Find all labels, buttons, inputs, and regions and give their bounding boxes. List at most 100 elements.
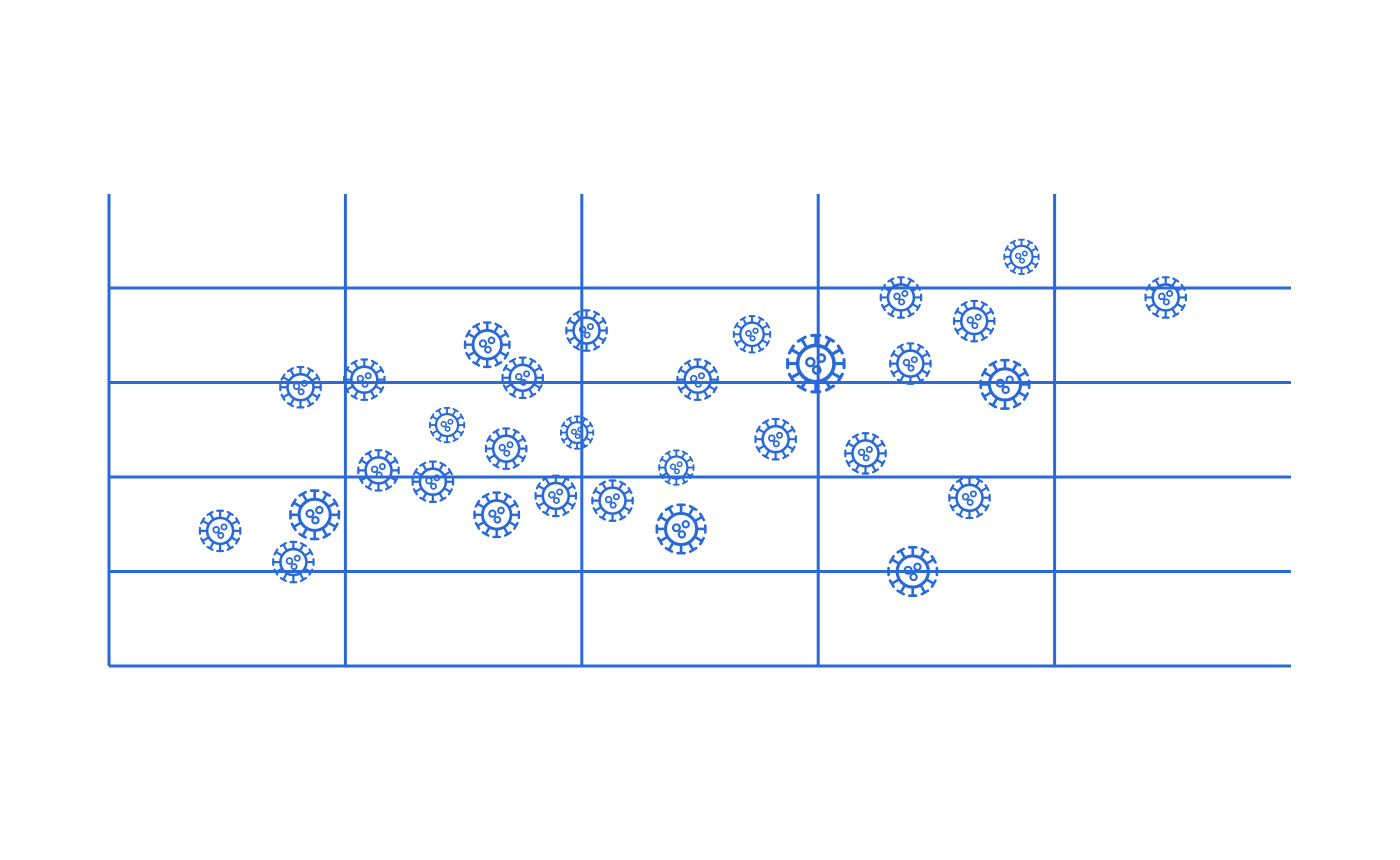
virus-nucleus	[966, 316, 975, 324]
virus-nucleus	[862, 454, 870, 462]
virus-spike-cap	[561, 421, 566, 428]
virus-nucleus	[776, 431, 784, 439]
virus-spike-cap	[681, 450, 688, 455]
virus-spike-cap	[712, 366, 718, 374]
virus-spike-cap	[984, 504, 990, 512]
virus-spike-cap	[537, 384, 543, 392]
virus-nucleus	[515, 372, 523, 381]
virus-nucleus	[909, 572, 918, 582]
virus-nucleus	[1014, 252, 1022, 260]
virus-spike-cap	[439, 496, 447, 502]
virus-spike-cap	[975, 477, 984, 483]
virus-nucleus	[671, 523, 681, 533]
virus-spike-cap	[765, 340, 770, 347]
virus-spike	[493, 324, 500, 334]
virus-body	[471, 328, 503, 361]
virus-body	[795, 343, 836, 384]
virus-spike-cap	[698, 536, 706, 546]
virus-spike-cap	[593, 310, 601, 316]
virus-spike-cap	[755, 445, 761, 453]
virus-spike	[1005, 261, 1013, 267]
virus-spike-cap	[955, 512, 964, 518]
virus-spike	[925, 578, 936, 585]
data-point	[411, 460, 455, 503]
virus-nucleus	[493, 515, 502, 524]
virus-nucleus	[902, 358, 911, 367]
virus-spike	[1154, 308, 1161, 317]
virus-spike-cap	[836, 344, 844, 355]
virus-spike-cap	[920, 589, 930, 596]
virus-spike-cap	[535, 482, 541, 490]
virus-spike-cap	[664, 450, 671, 455]
virus-nucleus	[577, 426, 584, 433]
virus-nucleus	[290, 563, 298, 571]
virus-spike	[451, 434, 457, 441]
virus-spike-cap	[896, 343, 904, 349]
virus-spike	[693, 535, 704, 543]
virus-spike-cap	[796, 335, 807, 343]
virus-spike-cap	[1172, 277, 1180, 283]
virus-spike-cap	[279, 542, 287, 548]
data-point	[979, 358, 1031, 410]
virus-body	[508, 363, 538, 393]
data-point	[676, 358, 719, 401]
virus-spike-cap	[871, 468, 880, 474]
virus-spike-cap	[888, 579, 895, 588]
virus-nucleus	[311, 516, 320, 525]
virus-nucleus	[910, 356, 918, 364]
virus-spike-cap	[582, 444, 589, 449]
virus-nucleus	[901, 290, 909, 298]
virus-spike-cap	[273, 568, 279, 576]
virus-body	[541, 481, 571, 511]
virus-body	[896, 349, 925, 378]
virus-nucleus	[694, 380, 702, 388]
virus-spike-cap	[570, 482, 576, 490]
virus-spike-cap	[1034, 262, 1039, 269]
virus-nucleus	[556, 488, 564, 496]
virus-nucleus	[698, 372, 706, 380]
virus-spike	[1030, 247, 1038, 253]
data-point	[198, 509, 242, 553]
virus-spike-cap	[915, 303, 921, 312]
virus-spike	[431, 415, 439, 421]
virus-spike-cap	[503, 531, 512, 537]
virus-spike	[1154, 278, 1161, 287]
virus-spike-cap	[712, 386, 718, 394]
virus-spike-cap	[683, 359, 692, 365]
virus-nucleus	[907, 364, 915, 372]
virus-spike-cap	[200, 537, 206, 545]
virus-spike	[516, 454, 525, 460]
virus-body	[987, 367, 1023, 402]
data-point	[732, 315, 772, 354]
virus-spike-cap	[306, 402, 315, 408]
data-point	[591, 479, 634, 522]
virus-spike-cap	[1009, 239, 1016, 245]
virus-spike	[919, 584, 927, 594]
virus-spike-cap	[486, 455, 492, 463]
virus-spike-cap	[542, 475, 550, 481]
virus-spike-cap	[465, 351, 471, 360]
data-point	[428, 406, 466, 444]
virus-spike-cap	[949, 504, 955, 512]
virus-spike	[823, 337, 832, 349]
virus-spike-cap	[657, 512, 664, 522]
virus-spike-cap	[1027, 239, 1034, 245]
virus-spike-cap	[677, 366, 683, 374]
virus-spike	[508, 521, 518, 528]
virus-nucleus	[681, 520, 690, 529]
virus-spike-cap	[980, 368, 988, 377]
virus-spike	[1171, 308, 1177, 317]
virus-spike	[1176, 303, 1185, 309]
virus-spike-cap	[984, 484, 990, 492]
virus-spike-cap	[880, 439, 886, 447]
virus-spike-cap	[787, 372, 795, 383]
virus-spike-cap	[332, 498, 339, 508]
virus-spike	[1012, 265, 1017, 273]
virus-spike-cap	[435, 437, 442, 443]
data-point	[658, 449, 695, 486]
virus-spike	[544, 506, 551, 515]
virus-spike-cap	[688, 504, 698, 512]
virus-spike-cap	[286, 367, 294, 373]
virus-spike-cap	[688, 546, 698, 553]
virus-spike-cap	[1012, 402, 1022, 409]
